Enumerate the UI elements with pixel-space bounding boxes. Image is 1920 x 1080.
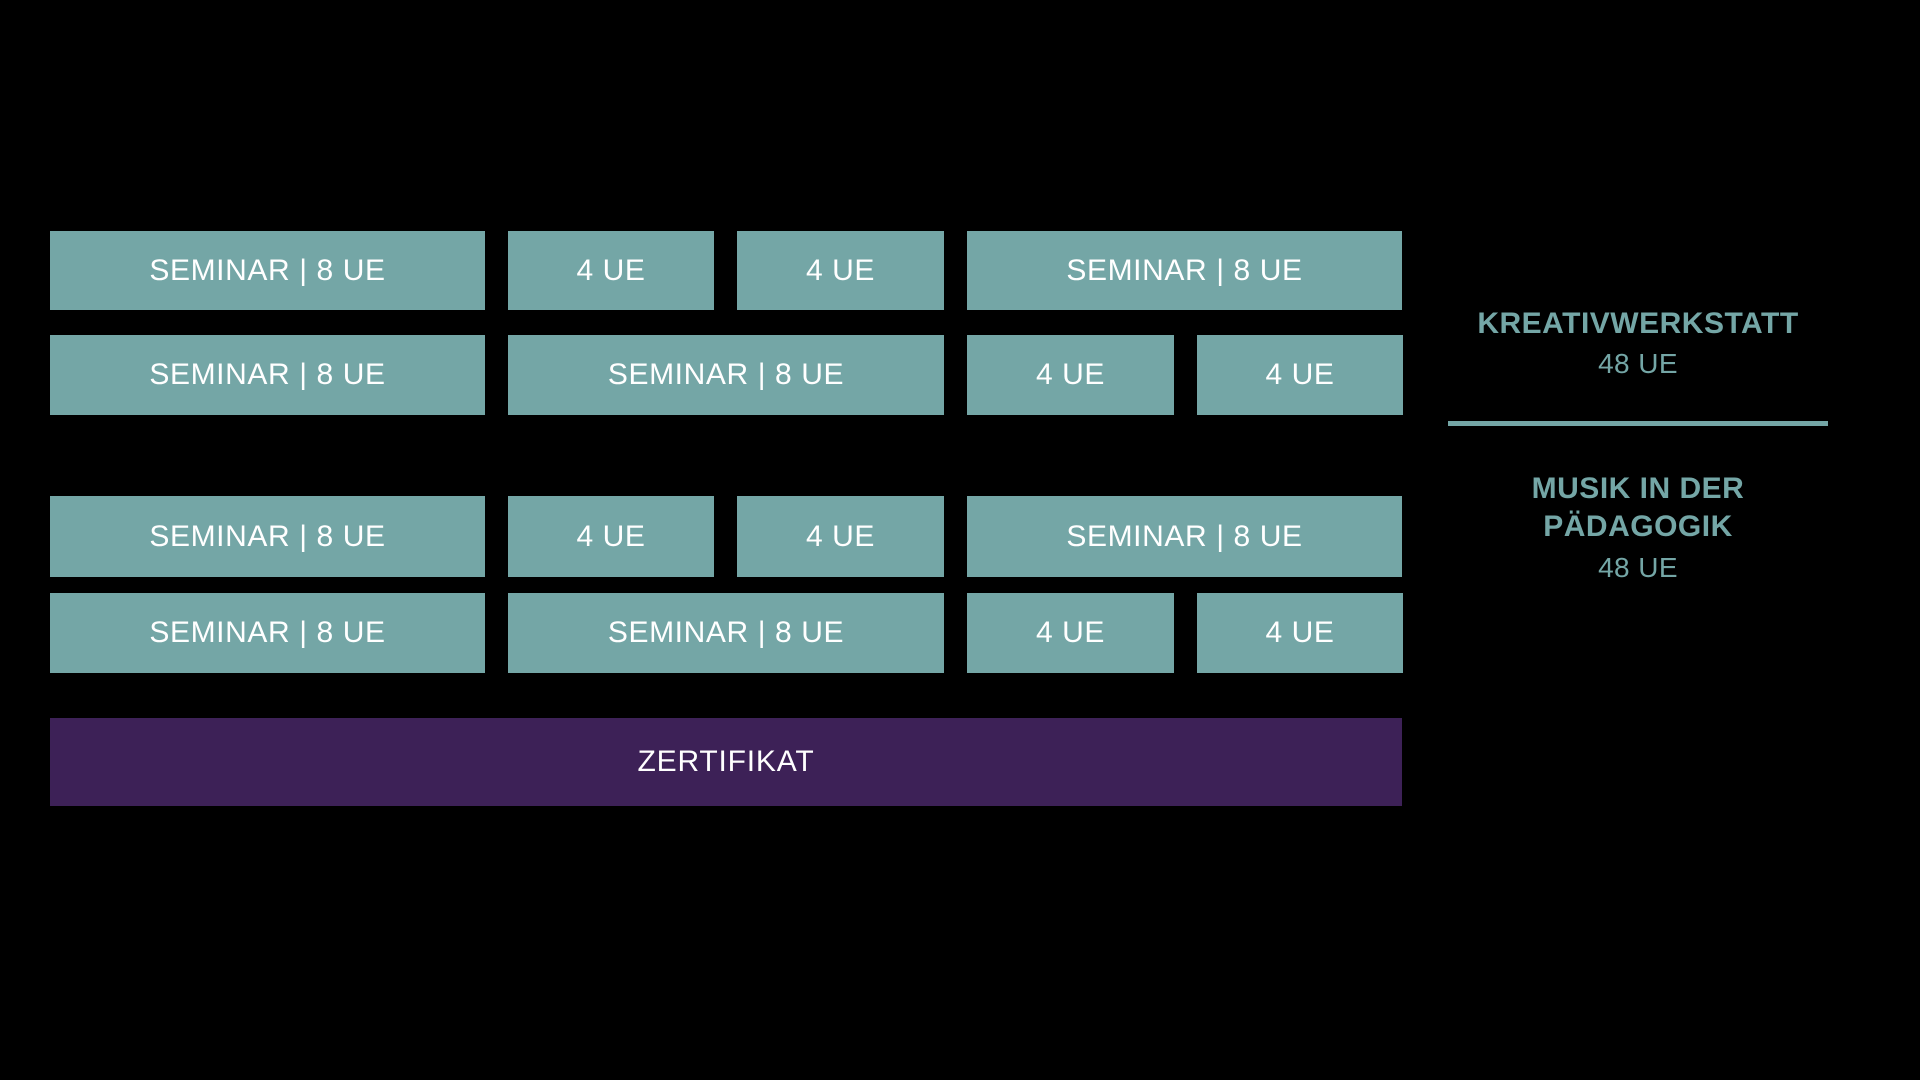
module-cell-seminar[interactable]: SEMINAR | 8 UE [967, 496, 1402, 577]
module-cell-seminar[interactable]: SEMINAR | 8 UE [50, 593, 485, 673]
cell-gap [1174, 335, 1197, 415]
module-row-2: SEMINAR | 8 UE SEMINAR | 8 UE 4 UE 4 UE [50, 335, 1403, 415]
summary-panel: KREATIVWERKSTATT 48 UE MUSIK IN DER PÄDA… [1448, 231, 1828, 586]
module-cell-seminar[interactable]: SEMINAR | 8 UE [967, 231, 1402, 310]
module-cell-seminar[interactable]: SEMINAR | 8 UE [50, 335, 485, 415]
summary-group-kreativwerkstatt: KREATIVWERKSTATT 48 UE [1448, 305, 1828, 383]
module-cell-hours[interactable]: 4 UE [508, 231, 714, 310]
cell-gap [714, 231, 737, 310]
module-cell-hours[interactable]: 4 UE [1197, 593, 1403, 673]
module-grid: SEMINAR | 8 UE 4 UE 4 UE SEMINAR | 8 UE … [50, 231, 1403, 841]
summary-title: KREATIVWERKSTATT [1477, 307, 1799, 340]
module-cell-seminar[interactable]: SEMINAR | 8 UE [50, 496, 485, 577]
cell-gap [944, 231, 967, 310]
module-cell-seminar[interactable]: SEMINAR | 8 UE [508, 593, 944, 673]
module-cell-seminar[interactable]: SEMINAR | 8 UE [50, 231, 485, 310]
summary-hours: 48 UE [1598, 551, 1678, 583]
module-cell-hours[interactable]: 4 UE [967, 335, 1174, 415]
module-cell-hours[interactable]: 4 UE [508, 496, 714, 577]
module-row-4: SEMINAR | 8 UE SEMINAR | 8 UE 4 UE 4 UE [50, 593, 1403, 673]
summary-divider [1448, 420, 1828, 426]
cell-gap [485, 593, 508, 673]
cell-gap [944, 335, 967, 415]
cell-gap [1174, 593, 1197, 673]
cell-gap [485, 496, 508, 577]
summary-group-musik-in-der-paedagogik: MUSIK IN DER PÄDAGOGIK 48 UE [1448, 470, 1828, 586]
summary-title: MUSIK IN DER PÄDAGOGIK [1531, 471, 1745, 544]
module-row-1: SEMINAR | 8 UE 4 UE 4 UE SEMINAR | 8 UE [50, 231, 1402, 310]
cell-gap [944, 593, 967, 673]
summary-hours: 48 UE [1598, 348, 1678, 380]
certificate-bar[interactable]: ZERTIFIKAT [50, 718, 1402, 806]
module-cell-seminar[interactable]: SEMINAR | 8 UE [508, 335, 944, 415]
module-cell-hours[interactable]: 4 UE [967, 593, 1174, 673]
module-row-3: SEMINAR | 8 UE 4 UE 4 UE SEMINAR | 8 UE [50, 496, 1402, 577]
module-cell-hours[interactable]: 4 UE [737, 496, 944, 577]
cell-gap [944, 496, 967, 577]
cell-gap [485, 231, 508, 310]
module-cell-hours[interactable]: 4 UE [1197, 335, 1403, 415]
module-cell-hours[interactable]: 4 UE [737, 231, 944, 310]
cell-gap [485, 335, 508, 415]
cell-gap [714, 496, 737, 577]
